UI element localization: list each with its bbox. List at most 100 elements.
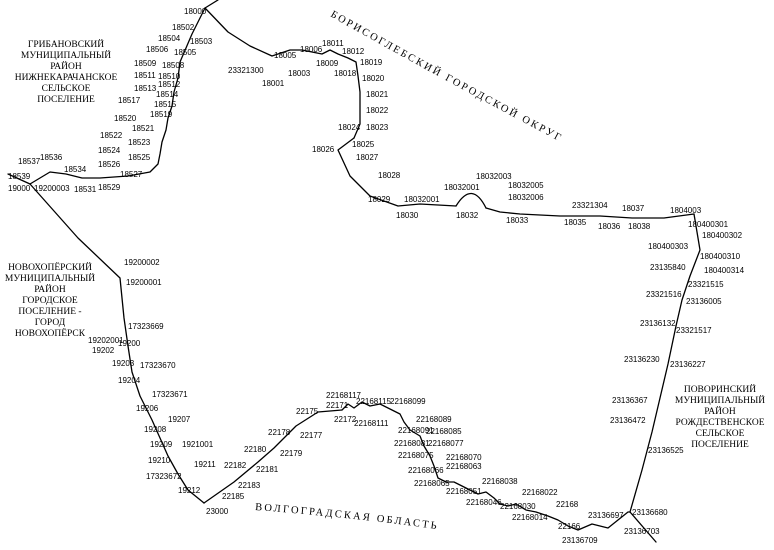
region-label-south-path: ВОЛГОГРАДСКАЯ ОБЛАСТЬ [255,502,438,532]
point-label: 22175 [296,407,319,416]
point-label: 18506 [146,45,169,54]
point-label: 18517 [118,96,141,105]
point-label: 18519 [150,110,173,119]
point-label: 19200 [118,339,141,348]
point-label: 18038 [628,222,651,231]
point-label: 18526 [98,160,121,169]
point-label: 18012 [342,47,365,56]
point-label: 19207 [168,415,191,424]
point-label: 18505 [174,48,197,57]
point-label: 23136367 [612,396,648,405]
point-label: 18030 [396,211,419,220]
point-label: 18525 [128,153,151,162]
point-label: 18523 [128,138,151,147]
point-label: 23321515 [688,280,724,289]
point-label: 18035 [564,218,587,227]
point-label: 23136703 [624,527,660,536]
point-label: 23136697 [588,511,624,520]
point-label: 19200001 [126,278,162,287]
point-label: 18027 [356,153,379,162]
region-line: МУНИЦИПАЛЬНЫЙ [675,394,765,406]
point-label: 17323671 [152,390,188,399]
border-east [629,213,701,513]
border-northwest [29,7,206,185]
point-label: 18511 [134,71,156,80]
point-label: 18029 [368,195,391,204]
region-line: ПОСЕЛЕНИЕ - [18,307,81,317]
point-label: 18021 [366,90,389,99]
point-label: 23136005 [686,297,722,306]
region-label-east: ПОВОРИНСКИЙ МУНИЦИПАЛЬНЫЙ РАЙОН РОЖДЕСТВ… [675,383,765,450]
border-north-inner [204,7,361,139]
point-label: 18502 [172,23,195,32]
point-label: 18512 [158,80,181,89]
point-label: 19200003 [34,184,70,193]
point-label: 19206 [136,404,159,413]
region-line: ГОРОДСКОЕ [22,296,78,306]
point-label: 18514 [156,90,179,99]
point-label: 17323670 [140,361,176,370]
boundary-lines [7,0,701,543]
point-label: 18033 [506,216,529,225]
point-label: 18510 [158,72,181,81]
point-label: 23135840 [650,263,686,272]
border-north-lower [337,137,457,207]
point-label: 22168051 [446,487,482,496]
point-label: 18508 [162,61,185,70]
point-label: 19210 [148,456,171,465]
point-label: 18032001 [444,183,480,192]
point-label: 22181 [256,465,279,474]
point-label: 18539 [8,172,31,181]
point-label: 22168077 [428,439,464,448]
point-label: 18024 [338,123,361,132]
point-label: 18032 [456,211,479,220]
point-label: 18531 [74,185,97,194]
point-label: 22168070 [446,453,482,462]
point-label: 19200002 [124,258,160,267]
region-line: РАЙОН [704,405,736,417]
region-label-south: ВОЛГОГРАДСКАЯ ОБЛАСТЬ [255,502,440,532]
point-label: 18521 [132,124,155,133]
point-label: 19000 [8,184,31,193]
point-label: 22168117 [326,391,362,400]
point-label: 180400302 [702,231,743,240]
border-south-river [341,401,631,531]
point-label: 23321517 [676,326,712,335]
point-label: 180400314 [704,266,745,275]
point-label: 18028 [378,171,401,180]
point-label: 18537 [18,157,41,166]
region-label-west: НОВОХОПЁРСКИЙ МУНИЦИПАЛЬНЫЙ РАЙОН ГОРОДС… [5,261,95,339]
point-label: 22185 [222,492,245,501]
point-label: 18001 [262,79,285,88]
point-label: 18032003 [476,172,512,181]
point-label: 18032001 [404,195,440,204]
point-label: 22182 [224,461,247,470]
point-label: 22168038 [482,477,518,486]
point-label: 22168063 [446,462,482,471]
point-label: 18023 [366,123,389,132]
point-label: 17323672 [146,472,182,481]
point-label: 180400301 [688,220,729,229]
region-line: НИЖНЕКАРАЧАНСКОЕ [15,73,118,83]
region-line: ПОСЕЛЕНИЕ [691,440,749,450]
point-label: 22168089 [416,415,452,424]
point-label: 23136680 [632,508,668,517]
region-line: МУНИЦИПАЛЬНЫЙ [21,49,111,61]
point-label: 19211 [194,460,216,469]
point-label: 22168075 [398,451,434,460]
point-label: 18037 [622,204,645,213]
border-arc [455,192,487,209]
border-west-stub [7,173,31,185]
point-label: 18527 [120,170,143,179]
point-label: 22172 [334,415,357,424]
point-label: 23136227 [670,360,706,369]
region-line: ПОВОРИНСКИЙ [684,383,756,395]
point-label: 23321304 [572,201,608,210]
region-label-north-west: ГРИБАНОВСКИЙ МУНИЦИПАЛЬНЫЙ РАЙОН НИЖНЕКА… [15,38,118,105]
point-label: 18529 [98,183,121,192]
border-east-stub [629,511,657,543]
point-label: 18020 [362,74,385,83]
point-label: 22168099 [390,397,426,406]
